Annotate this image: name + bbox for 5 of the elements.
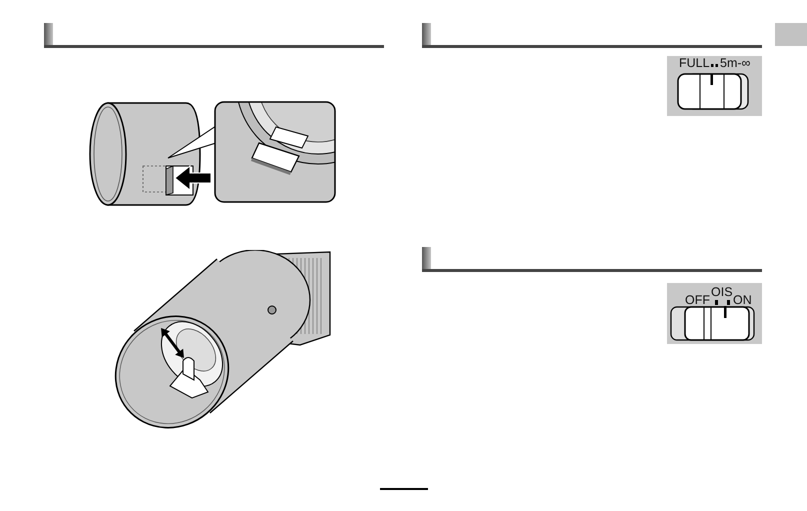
switch-position-label: OIS (711, 286, 733, 298)
switch-position-label: ON (733, 294, 752, 306)
switch-position-label: 5m-∞ (720, 56, 750, 69)
switch-position-label: OFF (685, 294, 710, 306)
switch-position-label: FULL (679, 56, 710, 69)
